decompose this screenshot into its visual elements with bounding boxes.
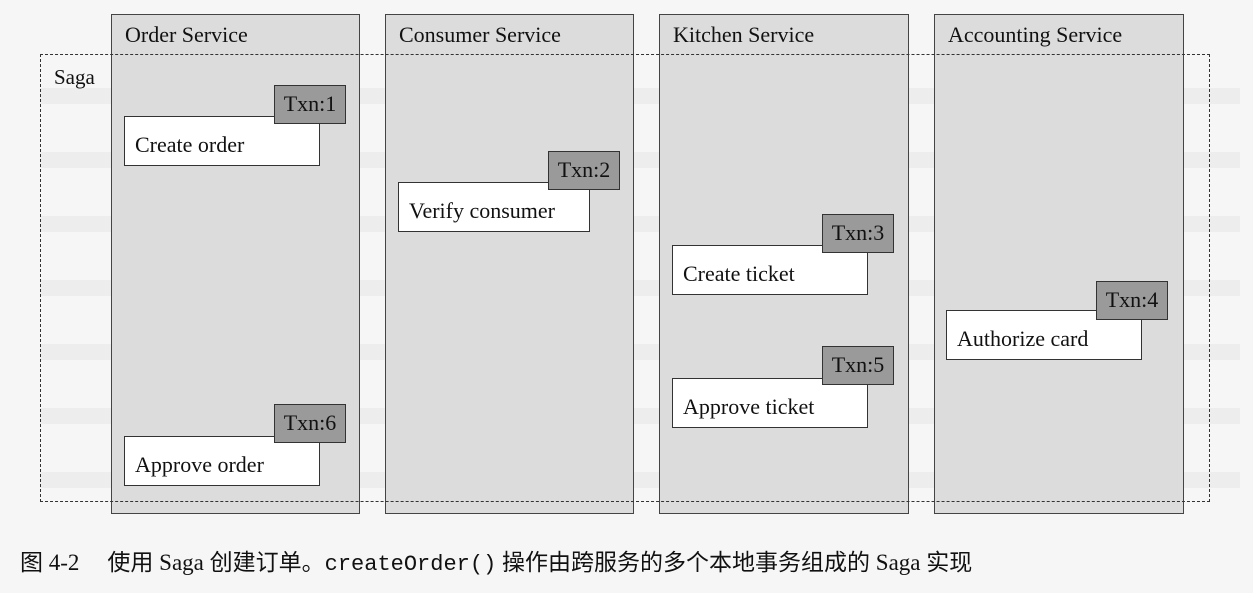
step-label: Approve ticket [683, 394, 815, 419]
step-verify-consumer: Verify consumer [398, 182, 590, 232]
txn-badge: Txn:1 [274, 85, 346, 124]
service-consumer: Consumer Service [385, 14, 634, 514]
service-accounting: Accounting Service [934, 14, 1184, 514]
txn-badge: Txn:4 [1096, 281, 1168, 320]
step-label: Verify consumer [409, 198, 556, 223]
step-label: Approve order [135, 452, 264, 477]
step-approve-ticket: Approve ticket [672, 378, 868, 428]
step-create-ticket: Create ticket [672, 245, 868, 295]
figure-number: 图 4-2 [20, 550, 80, 575]
service-title: Accounting Service [948, 22, 1123, 47]
txn-badge: Txn:3 [822, 214, 894, 253]
step-approve-order: Approve order [124, 436, 320, 486]
saga-label: Saga [54, 65, 95, 89]
caption-text: 使用 Saga 创建订单。 [107, 550, 325, 575]
step-label: Create order [135, 132, 245, 157]
service-title: Consumer Service [399, 22, 561, 47]
txn-badge: Txn:6 [274, 404, 346, 443]
txn-badge: Txn:5 [822, 346, 894, 385]
saga-boundary [40, 54, 1210, 502]
caption-text-tail: 操作由跨服务的多个本地事务组成的 Saga 实现 [496, 550, 973, 575]
step-create-order: Create order [124, 116, 320, 166]
service-title: Order Service [125, 22, 248, 47]
step-label: Authorize card [957, 326, 1089, 351]
step-label: Create ticket [683, 261, 795, 286]
step-authorize-card: Authorize card [946, 310, 1142, 360]
caption-code: createOrder() [324, 552, 497, 577]
txn-badge: Txn:2 [548, 151, 620, 190]
figure-caption: 图 4-2 使用 Saga 创建订单。createOrder() 操作由跨服务的多… [20, 548, 972, 580]
service-title: Kitchen Service [673, 22, 815, 47]
